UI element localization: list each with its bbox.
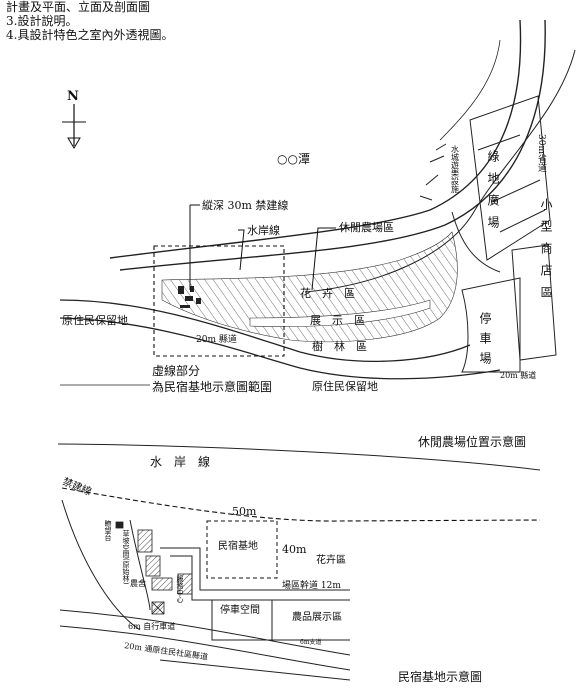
road-6m-label: 6m 自行車道 [128, 621, 175, 631]
map2-waterline-label: 水 岸 線 [150, 454, 210, 469]
leisure-farm-label: 休閒農場區 [339, 220, 394, 234]
bnb-base-label: 民宿基地 [218, 539, 258, 552]
pond-label: ○○潭 [277, 152, 310, 166]
water-park-label: 水城遊樂設施 [451, 144, 460, 194]
grass-space-label: 草坡空間(原始林) [122, 529, 130, 585]
flower-area-label: 花 卉 區 [300, 287, 355, 300]
service-center-label: 服務中心 [176, 575, 184, 603]
header-text: 計畫及平面、立面及剖面圖 3.設計說明。 4.具設計特色之室內外透視圖。 [6, 0, 173, 42]
map2-caption: 民宿基地示意圖 [398, 669, 482, 684]
arc-road [109, 19, 576, 293]
map1-caption: 休閒農場位置示意圖 [418, 434, 526, 449]
north-label: N [67, 89, 79, 104]
dashed-note-2: 為民宿基地示意圖範圍 [152, 379, 272, 394]
parking-label: 停車場 [478, 311, 492, 372]
map2-setback-label: 禁建線 [61, 475, 94, 498]
exhibit-area-label: 展 示 區 [310, 314, 365, 327]
dashed-note-1: 虛線部分 [152, 363, 200, 378]
indigenous-bottom-label: 原住民保留地 [312, 379, 378, 393]
header-line-1: 計畫及平面、立面及剖面圖 [6, 0, 151, 14]
leader-lines [189, 204, 336, 291]
building-marks [178, 286, 201, 308]
dim-40m-label: 40m [282, 543, 307, 556]
north-arrow-icon [62, 104, 86, 149]
map2: 水 岸 線 禁建線 50m 40m 民宿基地 花卉區 場區幹道 12m 停車空間… [57, 443, 541, 684]
road-20m-right-label: 20m 縣道 [500, 370, 536, 380]
main-road-label: 場區幹道 12m [282, 579, 341, 591]
setback-line-label: 縱深 30m 禁建線 [202, 198, 288, 212]
parking-space-label: 停車空間 [220, 603, 260, 616]
farm-exhibit-label: 農品展示區 [292, 610, 342, 623]
green-plaza-label: 綠地廣場 [486, 150, 500, 238]
watch-tower-label: 瞭望台 [104, 519, 112, 542]
indigenous-left-label: 原住民保留地 [62, 313, 128, 327]
small-mall-label: 小型商店區 [539, 198, 553, 308]
map1: N ○○潭 [59, 19, 576, 449]
header-line-2: 3.設計說明。 [6, 14, 78, 28]
road-30m-label: 30m省道 [536, 134, 547, 173]
map2-buildings [115, 521, 193, 615]
road-6m-small-label: 6m支道 [300, 638, 322, 646]
farm-shed-label: 農舍 [130, 578, 146, 588]
map2-boundaries [59, 499, 351, 681]
header-line-3: 4.具設計特色之室內外透視圖。 [6, 28, 174, 42]
map2-flower-label: 花卉區 [316, 553, 346, 566]
road-20m-label: 20m 縣道 [196, 333, 237, 345]
water-park-icon [419, 143, 447, 201]
bnb-base-box [206, 520, 278, 579]
lower-road [59, 299, 501, 386]
forest-area-label: 樹 林 區 [312, 339, 367, 353]
dim-50m-label: 50m [232, 505, 257, 518]
waterline-label: 水岸線 [247, 223, 280, 237]
dashed-boundary [153, 245, 285, 357]
waterline-curve [57, 443, 541, 471]
setback-dashed [61, 487, 541, 522]
